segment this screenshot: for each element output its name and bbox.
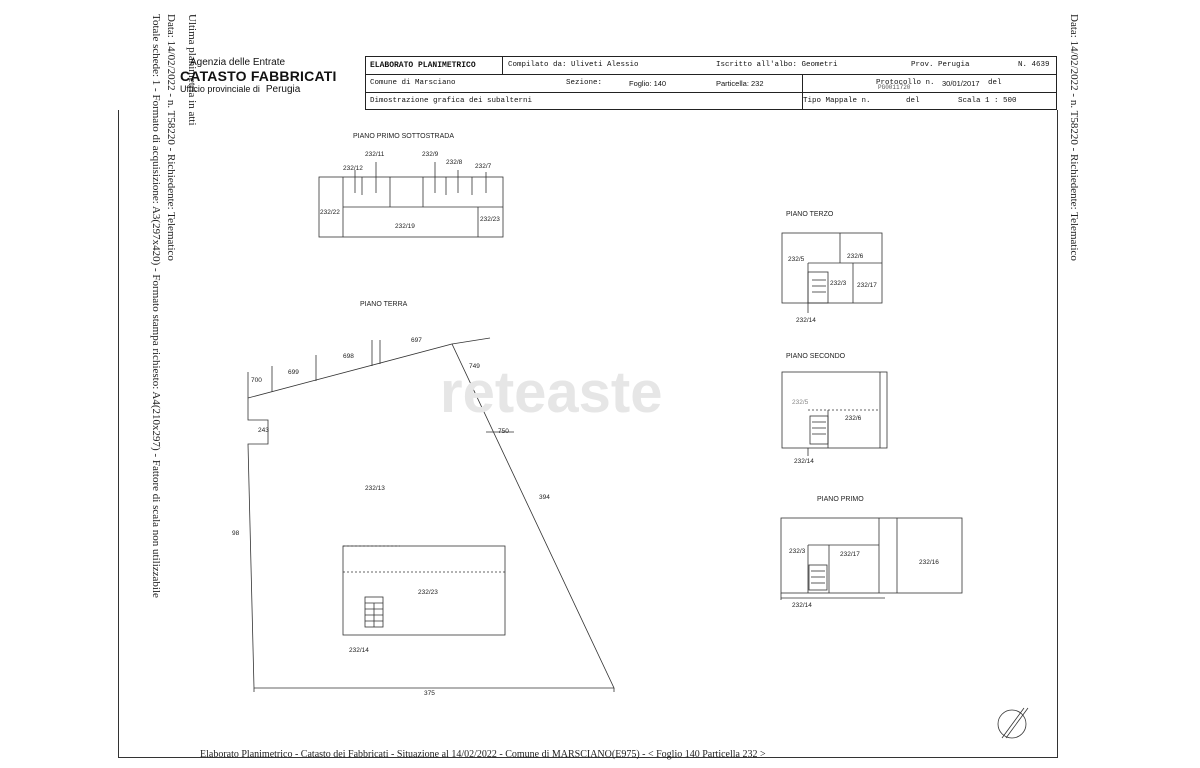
header-del-1: del	[988, 79, 1002, 87]
label-p1-232-14: 232/14	[792, 602, 812, 609]
header-table: ELABORATO PLANIMETRICO Compilato da: Uli…	[365, 56, 1057, 110]
header-prov: Prov. Perugia	[911, 61, 970, 69]
header-foglio: Foglio: 140	[629, 79, 667, 88]
north-arrow-icon	[997, 707, 1029, 739]
plan-terra	[247, 337, 615, 692]
header-row-1: ELABORATO PLANIMETRICO Compilato da: Uli…	[366, 57, 1056, 75]
label-p3-232-3: 232/3	[830, 280, 847, 287]
header-registered: Iscritto all'albo: Geometri	[716, 61, 838, 69]
label-t-700: 700	[251, 377, 262, 384]
header-scala: Scala 1 : 500	[958, 97, 1017, 105]
plan-primo	[780, 517, 963, 600]
label-ps-232-12: 232/12	[343, 165, 363, 172]
label-p2-232-6: 232/6	[845, 415, 862, 422]
label-p3-232-6: 232/6	[847, 253, 864, 260]
footer-caption: Elaborato Planimetrico - Catasto dei Fab…	[200, 749, 766, 760]
header-protocollo: Protocollo n.	[876, 79, 935, 87]
label-ps-232-7: 232/7	[475, 163, 492, 170]
header-particella: Particella: 232	[716, 79, 764, 88]
label-ps-232-8: 232/8	[446, 159, 463, 166]
label-t-98: 98	[232, 530, 240, 537]
header-tipo-mappale: Tipo Mappale n.	[803, 97, 871, 105]
label-t-699: 699	[288, 369, 299, 376]
label-ps-232-19: 232/19	[395, 223, 415, 230]
label-t-232-23: 232/23	[418, 589, 438, 596]
header-del-2: del	[906, 97, 920, 105]
label-p1-232-16: 232/16	[919, 559, 939, 566]
label-t-232-14: 232/14	[349, 647, 369, 654]
label-t-750: 750	[498, 428, 509, 435]
plan-title-terra: PIANO TERRA	[360, 301, 408, 308]
plan-title-secondo: PIANO SECONDO	[786, 353, 846, 360]
label-ps-232-22: 232/22	[320, 209, 340, 216]
watermark: reteaste	[440, 360, 662, 425]
agency-province: Perugia	[265, 84, 301, 95]
label-p2-232-14: 232/14	[794, 458, 814, 465]
plan-terzo	[781, 232, 883, 313]
plan-secondo	[781, 371, 888, 456]
header-protocollo-num: PG0011720	[878, 84, 911, 91]
label-ps-232-23: 232/23	[480, 216, 500, 223]
label-p3-232-14: 232/14	[796, 317, 816, 324]
header-number: N. 4639	[1018, 61, 1050, 69]
label-t-697: 697	[411, 337, 422, 344]
label-ps-232-11: 232/11	[365, 151, 385, 158]
label-p1-232-17: 232/17	[840, 551, 860, 558]
header-row-3: Dimostrazione grafica dei subalterni Tip…	[366, 93, 1056, 110]
plan-title-terzo: PIANO TERZO	[786, 211, 834, 218]
label-p1-232-3: 232/3	[789, 548, 806, 555]
header-compiled-by: Compilato da: Uliveti Alessio	[508, 61, 639, 69]
plan-primo-sottostrada	[318, 162, 504, 238]
label-t-232-13: 232/13	[365, 485, 385, 492]
label-t-394: 394	[539, 494, 550, 501]
label-t-375: 375	[424, 690, 435, 697]
header-row-2: Comune di Marsciano Sezione: Foglio: 140…	[366, 75, 1056, 93]
label-p3-232-5: 232/5	[788, 256, 805, 263]
label-t-243: 243	[258, 427, 269, 434]
header-comune: Comune di Marsciano	[370, 79, 456, 87]
header-protocollo-date: 30/01/2017	[942, 79, 980, 88]
agency-line1: Agenzia delle Entrate	[190, 57, 286, 68]
drawing-sheet	[118, 110, 1058, 758]
plan-title-primo-sottostrada: PIANO PRIMO SOTTOSTRADA	[353, 133, 454, 140]
agency-line2: CATASTO FABBRICATI	[180, 68, 337, 84]
agency-heading: Agenzia delle Entrate CATASTO FABBRICATI…	[180, 57, 337, 95]
plan-title-primo: PIANO PRIMO	[817, 496, 864, 503]
header-title: ELABORATO PLANIMETRICO	[370, 61, 476, 70]
label-p3-232-17: 232/17	[857, 282, 877, 289]
label-ps-232-9: 232/9	[422, 151, 439, 158]
label-t-749: 749	[469, 363, 480, 370]
label-t-698: 698	[343, 353, 354, 360]
header-sezione: Sezione:	[566, 79, 603, 87]
label-p2-232-5: 232/5	[792, 399, 809, 406]
header-dimostrazione: Dimostrazione grafica dei subalterni	[370, 97, 533, 105]
